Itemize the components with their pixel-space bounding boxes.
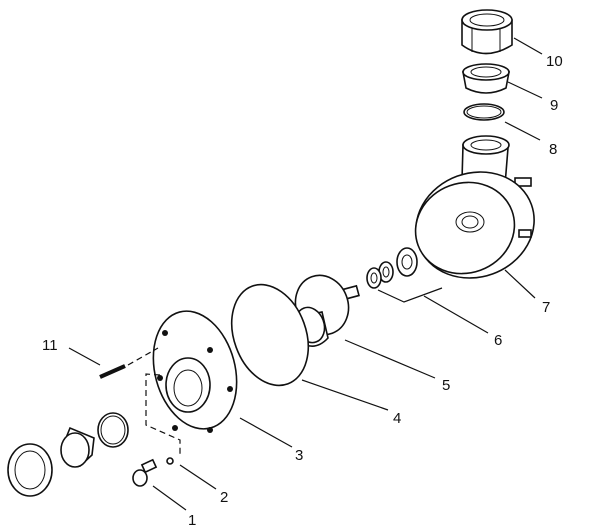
callout-6: 6: [494, 332, 502, 349]
part-8-o-ring: [463, 103, 505, 121]
assembly-dashed-lines: [127, 347, 181, 455]
part-8-o-ring-inner: [466, 105, 502, 119]
callout-1: 1: [188, 512, 196, 527]
callout-11: 11: [42, 337, 58, 354]
callout-7: 7: [542, 299, 550, 316]
callout-5: 5: [442, 377, 450, 394]
part-10-union-nut: [461, 9, 513, 55]
callout-8: 8: [549, 141, 557, 158]
callout-3: 3: [295, 447, 303, 464]
part-9-tailpiece: [462, 63, 510, 94]
part-3-cover-plate: [152, 310, 238, 433]
part-2-small-o-ring: [166, 457, 174, 465]
left-union-parts: [7, 412, 129, 497]
callout-9: 9: [550, 97, 558, 114]
leader-lines: [68, 37, 543, 511]
callout-4: 4: [393, 410, 401, 427]
part-6-seal: [366, 247, 418, 289]
part-4-gasket: [230, 283, 310, 387]
part-11-screw: [99, 364, 126, 379]
part-7-volute-housing: [414, 135, 535, 279]
part-1-drain-plug: [132, 458, 158, 487]
callout-2: 2: [220, 489, 228, 506]
callout-10: 10: [546, 53, 563, 70]
